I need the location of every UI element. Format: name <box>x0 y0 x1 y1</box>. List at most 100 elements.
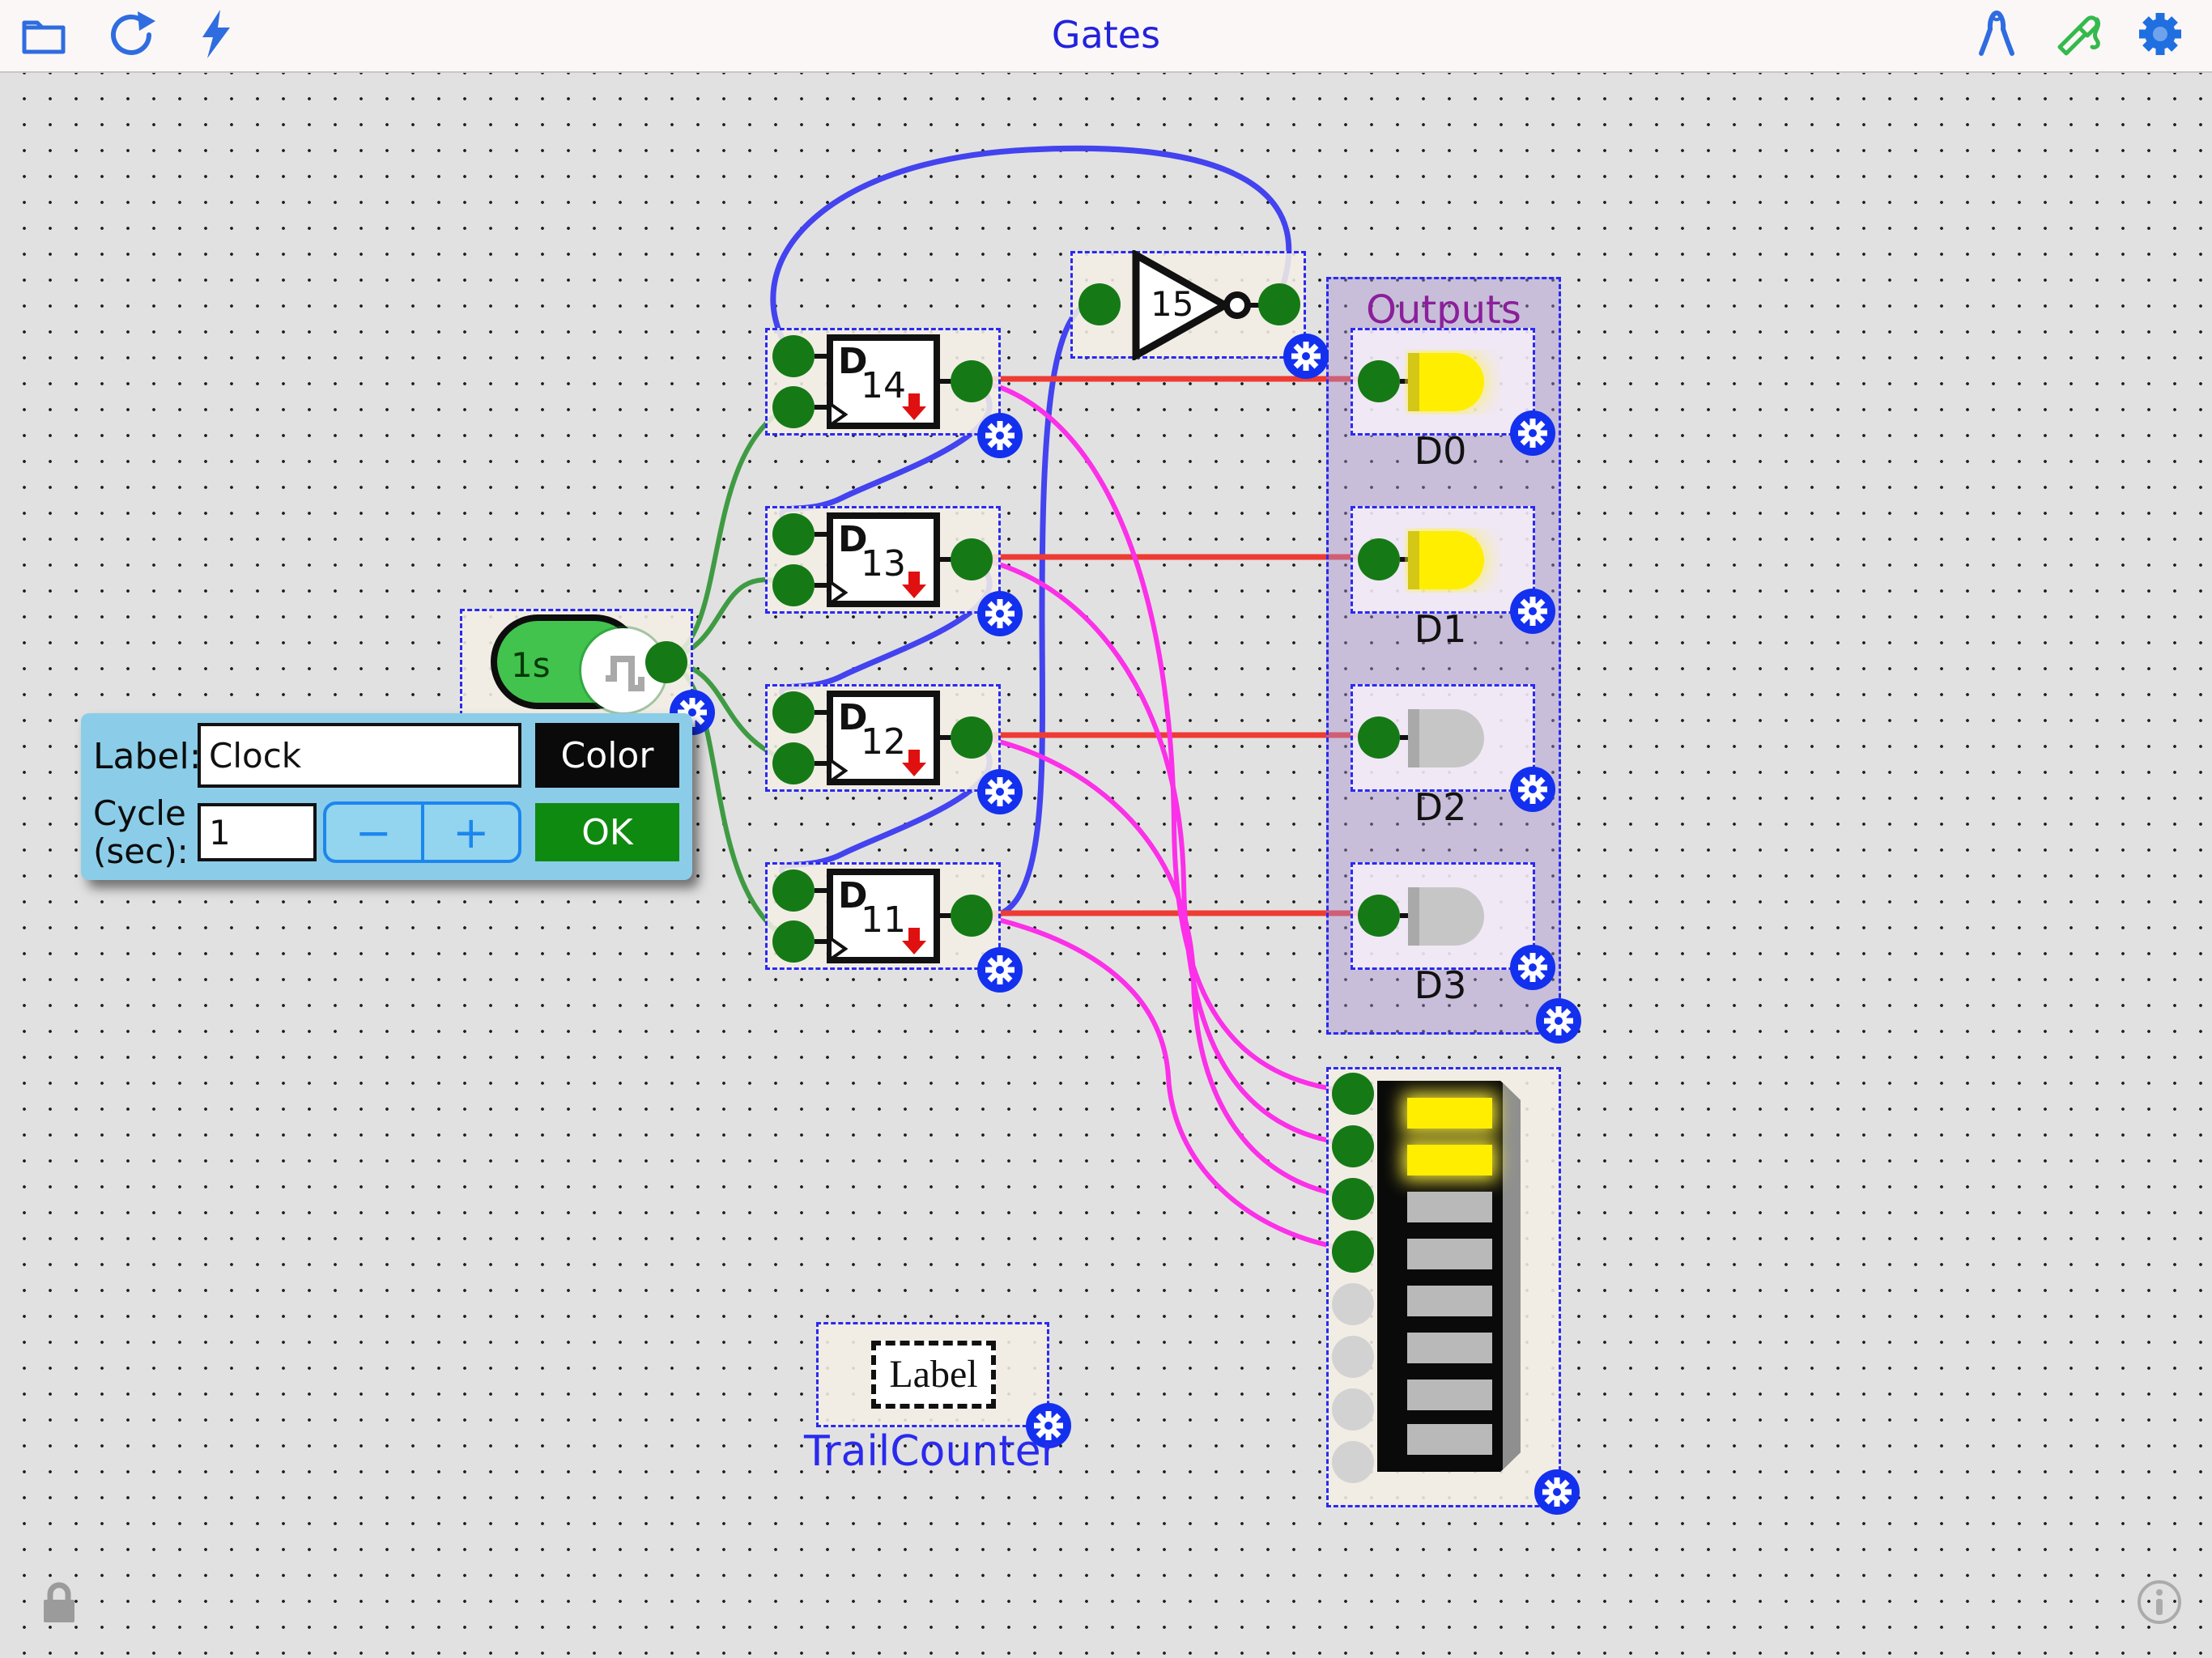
ff14-output-port[interactable] <box>951 360 993 402</box>
led-d1-gear-button[interactable] <box>1508 587 1557 636</box>
wire-ff11-bar4[interactable] <box>968 911 1351 1252</box>
led-d3-input-port[interactable] <box>1358 895 1400 937</box>
clock-output-port[interactable] <box>645 641 687 683</box>
led-glyph <box>1408 709 1484 767</box>
bargraph-input-2[interactable] <box>1332 1125 1374 1167</box>
bargraph-input-1[interactable] <box>1332 1073 1374 1115</box>
color-button[interactable]: Color <box>535 723 679 788</box>
not-gate-15[interactable]: 15 <box>1070 250 1329 379</box>
falling-edge-arrow-icon <box>902 750 926 776</box>
ff13-output-port[interactable] <box>951 538 993 580</box>
ff11-gear-button[interactable] <box>976 946 1024 994</box>
led-d2-input-port[interactable] <box>1358 716 1400 759</box>
cycle-input[interactable] <box>198 803 317 861</box>
ff13-d-input-port[interactable] <box>772 513 815 555</box>
reset-icon[interactable] <box>105 8 157 60</box>
wire-not-to-ff14-d[interactable] <box>770 145 1292 355</box>
led-glyph <box>1408 531 1484 589</box>
label-gear-button[interactable] <box>1024 1401 1073 1450</box>
not-gate-gear-button[interactable] <box>1282 332 1330 380</box>
clock-component[interactable]: 1s <box>460 609 715 735</box>
ff14-clock-input-port[interactable] <box>772 386 815 428</box>
label-component[interactable]: Label <box>816 1322 1071 1448</box>
bargraph-input-6[interactable] <box>1332 1336 1374 1378</box>
ff14-body: D 14 <box>827 334 940 429</box>
bargraph-body <box>1377 1081 1521 1472</box>
led-d2-label: D2 <box>1414 785 1467 829</box>
ff11-body: D 11 <box>827 869 940 963</box>
bargraph-display[interactable] <box>1326 1067 1580 1515</box>
ff11-d-input-port[interactable] <box>772 869 815 912</box>
led-d1[interactable] <box>1351 506 1555 634</box>
bar-segment <box>1407 1286 1492 1316</box>
ff12-clock-input-port[interactable] <box>772 742 815 784</box>
bargraph-gear-button[interactable] <box>1533 1468 1581 1516</box>
bar-segment <box>1407 1145 1492 1175</box>
ff12-gear-button[interactable] <box>976 767 1024 816</box>
info-icon[interactable] <box>2134 1577 2184 1630</box>
flipflop-13[interactable]: D 13 <box>765 506 1023 636</box>
outputs-group-gear-button[interactable] <box>1534 997 1583 1045</box>
led-d1-input-port[interactable] <box>1358 538 1400 580</box>
ff14-d-input-port[interactable] <box>772 335 815 377</box>
ff12-clock-triangle <box>830 759 848 782</box>
toolbar: Gates <box>0 0 2212 73</box>
cycle-label-line1: Cycle <box>93 793 186 833</box>
clock-toggle[interactable]: 1s <box>491 614 666 712</box>
led-d0-input-port[interactable] <box>1358 360 1400 402</box>
ff11-clock-input-port[interactable] <box>772 920 815 963</box>
clock-toggle-knob[interactable] <box>581 628 666 712</box>
not-output-port[interactable] <box>1258 283 1300 325</box>
pliers-cut-icon[interactable] <box>1971 8 2023 60</box>
ff-d-label: D <box>838 519 868 560</box>
ff12-body: D 12 <box>827 691 940 785</box>
flipflop-12[interactable]: D 12 <box>765 684 1023 814</box>
ff11-output-port[interactable] <box>951 895 993 937</box>
page-title: Gates <box>1051 13 1161 57</box>
ok-button[interactable]: OK <box>535 803 679 861</box>
label-caption: TrailCounter <box>803 1427 1059 1476</box>
label-field-label: Label: <box>93 736 202 777</box>
lock-icon[interactable] <box>34 1577 84 1630</box>
open-file-icon[interactable] <box>18 8 70 60</box>
run-simulation-icon[interactable] <box>191 8 243 60</box>
flipflop-11[interactable]: D 11 <box>765 862 1023 993</box>
bargraph-input-4[interactable] <box>1332 1231 1374 1273</box>
ff12-output-port[interactable] <box>951 716 993 759</box>
bargraph-input-8[interactable] <box>1332 1441 1374 1483</box>
probe-eyedropper-icon[interactable] <box>2052 8 2104 60</box>
bargraph-input-5[interactable] <box>1332 1283 1374 1325</box>
ff12-d-input-port[interactable] <box>772 691 815 733</box>
label-component-box: Label <box>871 1341 996 1409</box>
ff13-gear-button[interactable] <box>976 589 1024 638</box>
ff-d-label: D <box>838 875 868 916</box>
cycle-increment-button[interactable]: + <box>453 806 490 858</box>
cycle-decrement-button[interactable]: − <box>355 806 392 858</box>
bargraph-input-7[interactable] <box>1332 1388 1374 1431</box>
wire-ff13-bar2[interactable] <box>968 555 1351 1146</box>
falling-edge-arrow-icon <box>902 572 926 598</box>
ff14-gear-button[interactable] <box>976 411 1024 460</box>
clock-properties-dialog: Label: Color Cycle (sec): − + OK <box>81 713 692 880</box>
led-d0-gear-button[interactable] <box>1508 409 1557 457</box>
led-d0[interactable] <box>1351 328 1555 456</box>
ff13-clock-input-port[interactable] <box>772 564 815 606</box>
flipflop-14[interactable]: D 14 <box>765 328 1023 458</box>
wire-ff11-to-not-input[interactable] <box>968 299 1098 920</box>
clock-cycle-badge: 1s <box>511 645 551 685</box>
label-input[interactable] <box>198 723 521 788</box>
wire-ff12-bar3[interactable] <box>968 733 1351 1199</box>
not-input-port[interactable] <box>1078 283 1121 325</box>
led-d3[interactable] <box>1351 862 1555 990</box>
not-gate-glyph <box>1132 250 1264 360</box>
led-d2[interactable] <box>1351 684 1555 812</box>
led-d3-gear-button[interactable] <box>1508 943 1557 992</box>
bar-segment <box>1407 1192 1492 1222</box>
led-d3-label: D3 <box>1414 963 1467 1007</box>
bargraph-input-3[interactable] <box>1332 1178 1374 1220</box>
outputs-group-title: Outputs <box>1366 287 1521 333</box>
bar-segment <box>1407 1424 1492 1455</box>
led-d2-gear-button[interactable] <box>1508 765 1557 814</box>
settings-gear-icon[interactable] <box>2134 8 2186 60</box>
